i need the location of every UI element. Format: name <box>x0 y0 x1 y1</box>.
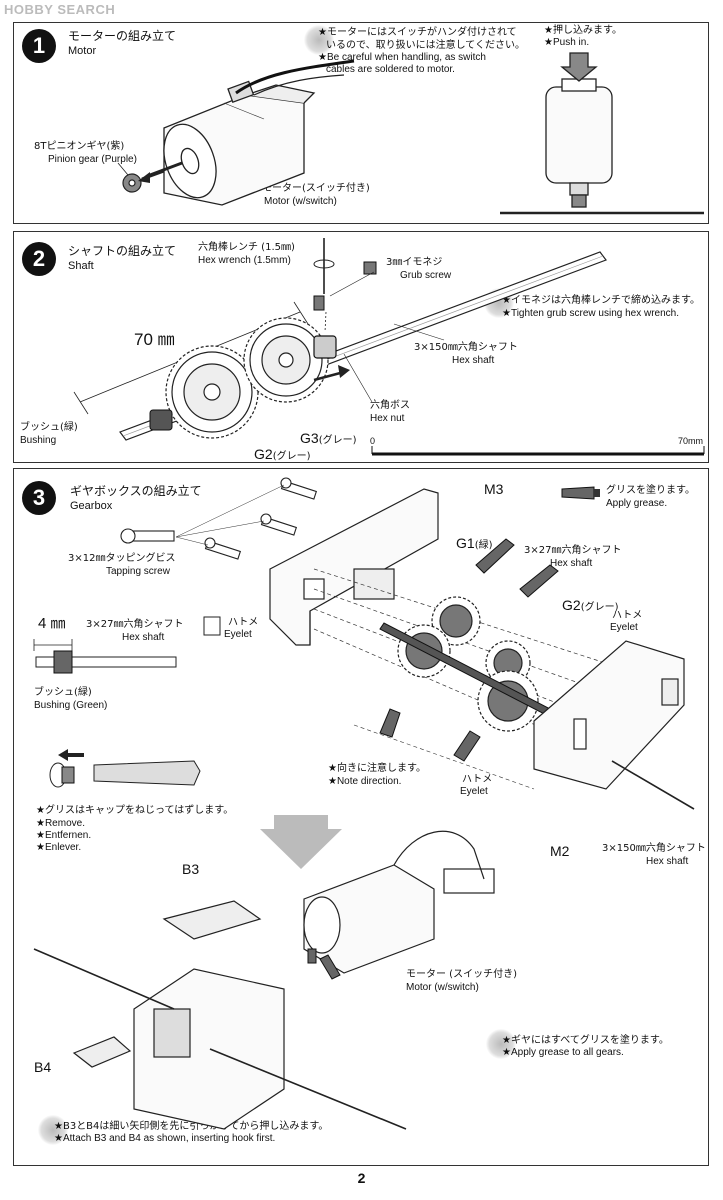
step2-grub-en: Grub screw <box>400 270 452 281</box>
step1-note-en-1: ★Be careful when handling, as switch <box>318 52 486 63</box>
step1-push-jp: ★押し込みます。 <box>544 25 622 36</box>
step3-remove-en2: ★Entfernen. <box>36 830 92 841</box>
step3-remove-en3: ★Enlever. <box>36 842 82 853</box>
page-number: 2 <box>357 1170 366 1186</box>
step1-push-en: ★Push in. <box>544 37 590 48</box>
step1-note-en-2: cables are soldered to motor. <box>326 64 455 75</box>
step3-b4: B4 <box>34 1059 52 1075</box>
step3-m2: M2 <box>550 843 570 859</box>
step3-g2-color: (グレー) <box>580 602 619 613</box>
step3-g2: G2 <box>562 597 581 613</box>
step3-allgrease-jp: ★ギヤにはすべてグリスを塗ります。 <box>502 1035 669 1046</box>
step3-eyelet3-en: Eyelet <box>460 786 488 797</box>
step3-eyelet-jp: ハトメ <box>612 610 643 621</box>
step3-dim4: 4 ㎜ <box>38 615 66 632</box>
step1-title-jp: モーターの組み立て <box>68 29 177 43</box>
step1-motor-jp: モーター(スイッチ付き) <box>262 183 370 194</box>
step1-panel: 1 モーターの組み立て Motor ★モーターにはスイッチがハンダ付けされて い… <box>13 22 709 224</box>
step3-g1-color: (緑) <box>474 540 493 551</box>
step2-tip-jp: ★イモネジは六角棒レンチで締め込みます。 <box>502 295 700 306</box>
step1-title-en: Motor <box>68 45 97 57</box>
step3-tapping-jp: 3×12㎜タッピングビス <box>68 553 176 564</box>
step2-nut-jp: 六角ボス <box>370 400 410 411</box>
step2-g3-color: (グレー) <box>318 435 357 446</box>
step1-number: 1 <box>22 29 56 63</box>
step2-grub-jp: 3㎜イモネジ <box>386 257 443 268</box>
step3-eyelet-en: Eyelet <box>610 622 638 633</box>
step1-pinion-jp: 8Tピニオンギヤ(紫) <box>34 141 125 152</box>
step2-wrench-en: Hex wrench (1.5mm) <box>198 255 291 266</box>
step3-title-en: Gearbox <box>70 500 113 512</box>
step2-scale-start: 0 <box>370 436 376 446</box>
step2-g2: G2 <box>254 446 273 462</box>
step2-tip-en: ★Tighten grub screw using hex wrench. <box>502 308 680 319</box>
step3-bushing-en: Bushing (Green) <box>34 700 108 711</box>
step3-hex27b-en: Hex shaft <box>122 632 165 643</box>
step3-attach-marker <box>38 1115 68 1145</box>
step3-eyelet2-jp: ハトメ <box>228 617 259 628</box>
step3-remove-en1: ★Remove. <box>36 818 85 829</box>
step3-motor-jp: モーター (スイッチ付き) <box>406 969 517 980</box>
step3-attach-jp: ★B3とB4は細い矢印側を先に引っかけてから押し込みます。 <box>54 1121 329 1132</box>
step2-scale-end: 70mm <box>678 436 704 446</box>
step1-tip-marker <box>304 25 334 55</box>
step3-g1: G1 <box>456 535 475 551</box>
step2-panel: 2 シャフトの組み立て Shaft 六角棒レンチ (1.5㎜) Hex wren… <box>13 231 709 463</box>
step2-wrench-jp: 六角棒レンチ (1.5㎜) <box>198 242 295 253</box>
step2-shaft-jp: 3×150㎜六角シャフト <box>414 342 518 353</box>
step3-eyelet2-en: Eyelet <box>224 629 252 640</box>
step2-g2-color: (グレー) <box>272 451 311 462</box>
step2-shaft-en: Hex shaft <box>452 355 495 366</box>
step3-hex27b-jp: 3×27㎜六角シャフト <box>86 619 184 630</box>
step3-g1-label: G1(緑) <box>456 533 493 552</box>
step2-g3-label: G3(グレー) <box>300 428 357 447</box>
step2-number: 2 <box>22 242 56 276</box>
step3-hex27-jp: 3×27㎜六角シャフト <box>524 545 622 556</box>
step2-shaft-illustration <box>73 238 705 456</box>
step3-number: 3 <box>22 481 56 515</box>
step2-bushing-en: Bushing <box>20 435 57 446</box>
step3-hex150-en: Hex shaft <box>646 856 689 867</box>
step3-title-jp: ギヤボックスの組み立て <box>70 484 202 498</box>
step3-grease-en: Apply grease. <box>606 498 668 509</box>
step3-hex150-jp: 3×150㎜六角シャフト <box>602 843 706 854</box>
step3-grease-jp: グリスを塗ります。 <box>606 485 695 496</box>
step3-attach-en: ★Attach B3 and B4 as shown, inserting ho… <box>54 1133 276 1144</box>
step3-b3: B3 <box>182 861 200 877</box>
step1-note-jp-2: いるので、取り扱いには注意してください。 <box>326 40 525 51</box>
step1-pinion-en: Pinion gear (Purple) <box>48 154 137 165</box>
step3-remove-jp: ★グリスはキャップをねじってはずします。 <box>36 805 234 816</box>
step3-gearbox-illustration <box>33 477 695 1130</box>
step3-allgrease-en: ★Apply grease to all gears. <box>502 1047 624 1058</box>
watermark: HOBBY SEARCH <box>4 2 116 17</box>
step3-hex27-en: Hex shaft <box>550 558 593 569</box>
step1-motor-en: Motor (w/switch) <box>264 196 337 207</box>
step1-motor-illustration <box>117 52 704 215</box>
step2-g3: G3 <box>300 430 319 446</box>
step3-panel: 3 ギヤボックスの組み立て Gearbox グリスを塗ります。 Apply gr… <box>13 468 709 1166</box>
step3-allgrease-marker <box>486 1029 516 1059</box>
step2-nut-en: Hex nut <box>370 413 405 424</box>
step3-tapping-en: Tapping screw <box>106 566 170 577</box>
step1-note-jp-1: ★モーターにはスイッチがハンダ付けされて <box>318 27 517 38</box>
step3-motor-en: Motor (w/switch) <box>406 982 479 993</box>
step3-direction-jp: ★向きに注意します。 <box>328 763 426 774</box>
step3-eyelet3-jp: ハトメ <box>462 774 493 785</box>
step3-direction-en: ★Note direction. <box>328 776 402 787</box>
step2-title-en: Shaft <box>68 260 94 272</box>
step2-title-jp: シャフトの組み立て <box>68 244 177 258</box>
step2-g2-label: G2(グレー) <box>254 444 311 463</box>
step2-dimension: 70 ㎜ <box>134 330 175 349</box>
step2-bushing-jp: ブッシュ(緑) <box>20 422 78 433</box>
step3-m3: M3 <box>484 481 504 497</box>
step3-g2-label: G2(グレー) <box>562 595 619 614</box>
step3-bushing-jp: ブッシュ(緑) <box>34 687 92 698</box>
